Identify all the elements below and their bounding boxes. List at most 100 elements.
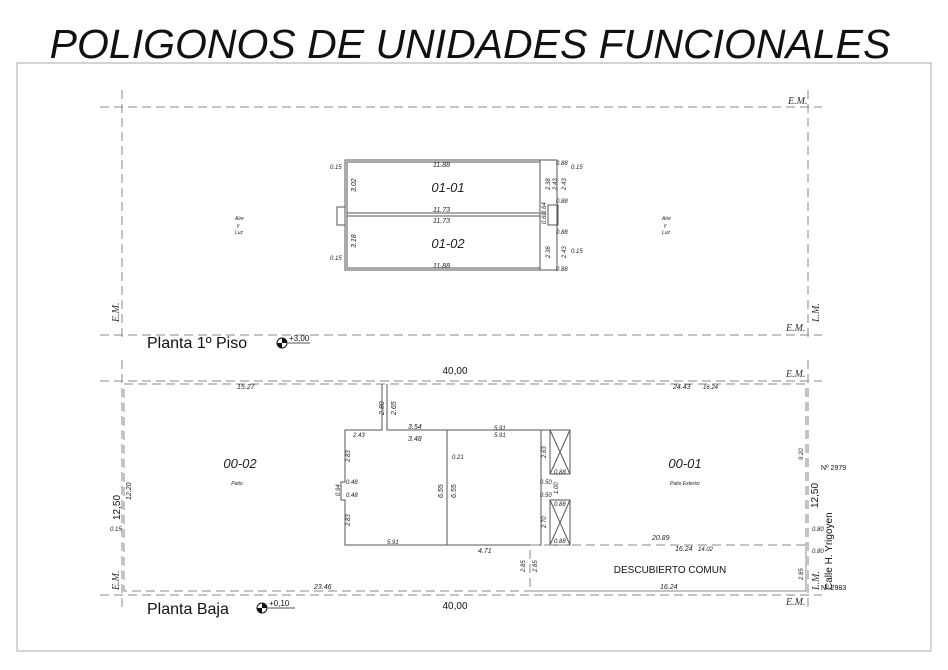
dimension-label: 9.20 [799, 448, 805, 460]
dimension-label: 2.43 [352, 433, 365, 439]
total-width: 40,00 [442, 366, 467, 377]
unit-label: 00-01 [668, 456, 701, 471]
dimension-label: 0.88 [556, 267, 568, 273]
dimension-label: 2.63 [542, 446, 548, 459]
dimension-label: 2.43 [562, 178, 568, 191]
dimension-label: 0.88 [556, 230, 568, 236]
dimension-label: 11.88 [433, 162, 450, 169]
dimension-label: 2.43 [562, 246, 568, 259]
dimension-label: 0.88 [554, 539, 566, 545]
dimension-label: 2.80 [379, 401, 386, 416]
dimension-label: 0.80 [812, 527, 824, 533]
dimension-label: 2.85 [521, 560, 527, 573]
dimension-label: 0.21 [452, 455, 464, 461]
dimension-label: 2.38 [546, 178, 552, 191]
dimension-label: 3.54 [408, 424, 422, 431]
dimension-label: y [236, 223, 240, 229]
dimension-label: Luz [662, 230, 671, 236]
dimension-label: 5.91 [387, 540, 399, 546]
dimension-label: 3.48 [408, 436, 422, 443]
dimension-label: 3.02 [351, 178, 358, 192]
dimension-label: 0.64 [542, 202, 548, 214]
common-area-label: DESCUBIERTO COMUN [614, 565, 726, 576]
dimension-label: Patio Exterior [670, 481, 700, 487]
dimension-label: 0.50 [540, 493, 552, 499]
dimension-label: E.M. [111, 571, 122, 591]
plan-label: Planta Baja [147, 601, 229, 618]
dimension-label: 0.15 [330, 256, 342, 262]
dimension-label: Luz [235, 230, 244, 236]
level-value: +0,10 [269, 599, 290, 608]
dimension-label: 2.85 [533, 560, 539, 573]
dimension-label: 1.00 [554, 482, 560, 494]
dimension-label: 0.48 [346, 480, 358, 486]
em-label: E.M. [785, 323, 805, 334]
dimension-label: 4.71 [478, 548, 492, 555]
dimension-label: Aire [661, 216, 671, 222]
dimension-label: 6.55 [451, 484, 458, 498]
dimension-label: Aire [234, 216, 244, 222]
street-number: Nº 2979 [821, 465, 846, 472]
dimension-label: 24.43 [672, 384, 691, 391]
total-depth: 12,50 [810, 483, 821, 508]
street-number: Nº 2983 [821, 585, 846, 592]
dimension-label: 14.02 [698, 547, 714, 553]
dimension-label: 2.83 [346, 450, 352, 463]
plan-label: Planta 1º Piso [147, 335, 247, 352]
dimension-label: 0.88 [556, 199, 568, 205]
dimension-label: 0.80 [812, 549, 824, 555]
dimension-label: 0.60 [542, 212, 548, 224]
dimension-label: 2.65 [391, 401, 398, 416]
dimension-label: 0.15 [571, 165, 583, 171]
sheet-border [16, 62, 932, 652]
street-name: Calle H. Yrigoyen [824, 512, 835, 590]
dimension-label: 2.83 [346, 514, 352, 527]
lm-label: L.M. [811, 303, 822, 323]
dimension-label: 16.24 [660, 584, 678, 591]
upper-plan: E.M. E.M. E.M. L.M. 01-01 01-02 11.88 11… [100, 90, 822, 352]
dimension-label: 2.38 [546, 246, 552, 259]
dimension-label: 16.24 [675, 546, 693, 553]
em-label: E.M. [787, 96, 807, 107]
lower-plan: 40,00 40,00 12,50 12,50 E.M. E.M. E.M. L… [100, 360, 846, 618]
dimension-label: 0.88 [554, 502, 566, 508]
dimension-label: 2.70 [542, 516, 548, 529]
dimension-label: L.M. [811, 571, 822, 591]
dimension-label: y [663, 223, 667, 229]
dimension-label: 2.43 [553, 178, 559, 191]
total-depth: 12,50 [112, 495, 123, 520]
unit-label: 00-02 [223, 456, 257, 471]
dimension-label: 0.15 [330, 165, 342, 171]
dimension-label: 3.18 [351, 234, 358, 248]
dimension-label: 0.15 [571, 249, 583, 255]
dimension-label: E.M. [785, 597, 805, 608]
dimension-label: 6.55 [438, 484, 445, 498]
dimension-label: 0.50 [540, 480, 552, 486]
dimension-label: 16.24 [703, 385, 719, 391]
dimension-label: 23.46 [313, 584, 332, 591]
dimension-label: 2.85 [799, 568, 805, 581]
dimension-label: 0.88 [554, 470, 566, 476]
level-value: +3,00 [289, 334, 310, 343]
dimension-label: E.M. [785, 369, 805, 380]
dimension-label: 5.91 [494, 433, 506, 439]
dimension-label: 11.88 [433, 263, 450, 270]
em-label: E.M. [111, 303, 122, 323]
dimension-label: 0.94 [336, 484, 342, 496]
dimension-label: Patio [231, 481, 243, 487]
dimension-label: 12.20 [126, 482, 133, 500]
dimension-label: 11.73 [433, 207, 450, 214]
dimension-label: 5.91 [494, 426, 506, 432]
dimension-label: 11.73 [433, 218, 450, 225]
unit-label: 01-01 [431, 180, 464, 195]
unit-label: 01-02 [431, 236, 465, 251]
dimension-label: 0.48 [346, 493, 358, 499]
total-width: 40,00 [442, 601, 467, 612]
dimension-label: 20.89 [651, 535, 670, 542]
dimension-label: 0.88 [556, 161, 568, 167]
dimension-label: 15.27 [237, 384, 256, 391]
dimension-label: 0.15 [110, 527, 122, 533]
